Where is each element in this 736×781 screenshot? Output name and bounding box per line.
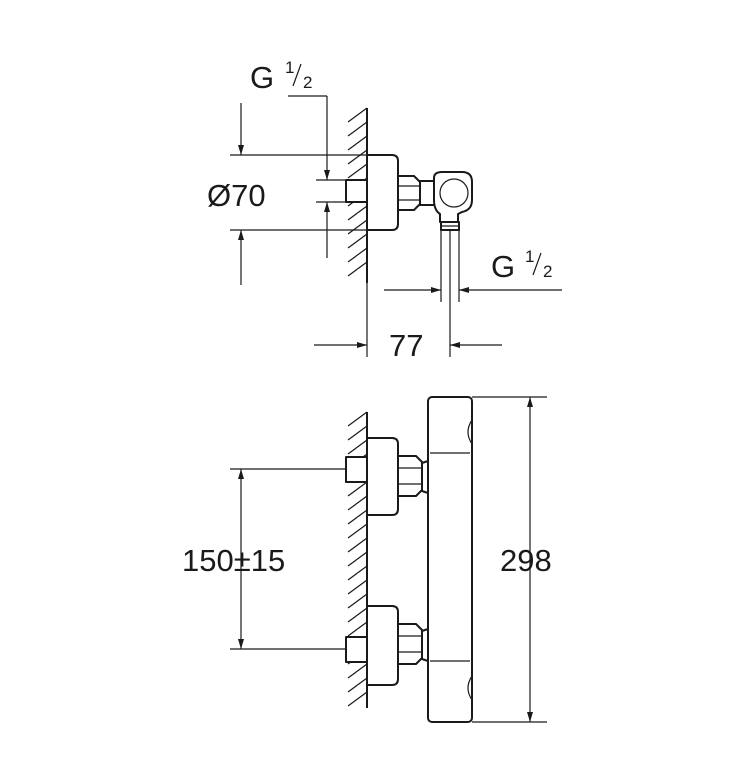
wall-hatch-line [347,537,368,553]
height-dimension: 298 [472,396,552,723]
wall-hatch-line [347,121,368,137]
inlet-thread-numerator: 1 [285,58,294,77]
wall-hatch-line [347,149,368,165]
outlet-thread-g: G [491,249,515,284]
outlet-thread-denominator: 2 [543,262,552,281]
inlet-stub-top [345,179,368,203]
wall-hatch-line [347,261,368,277]
wall-hatch-line [347,621,368,637]
wall-hatch-line [347,425,368,441]
inlet-thread-denominator: 2 [303,73,312,92]
wall-hatch-line [347,219,368,235]
wall-hatch-line [347,439,368,455]
wall-hatch-line [347,607,368,623]
wall-hatch-line [347,495,368,511]
wall-hatch-line [347,677,368,693]
wall-hatch-line [347,107,368,123]
wall-hatch-line [347,691,368,707]
wall-hatch-line [347,233,368,249]
wall-hatch-line [347,579,368,595]
outlet-thread-dimension: G 1 2 [384,230,562,302]
wall-hatch-line [347,163,368,179]
wall-hatch-line [347,565,368,581]
wall-hatch-line [347,205,368,221]
inlet-thread-dimension: G 1 2 [250,58,346,258]
top-view: Ø70 G 1 2 G 1 2 [207,58,562,363]
wall-hatch-line [347,551,368,567]
lower-connection [345,605,432,686]
hex-nut-top [397,175,421,211]
wall-hatch-line [347,481,368,497]
wall-hatch-line [347,509,368,525]
diameter-dimension: Ø70 [207,103,367,285]
spacing-label: 150±15 [182,543,285,578]
wall-flange-top [366,154,399,231]
wall-hatch-line [347,411,368,427]
inlet-thread-g: G [250,60,274,95]
depth-label: 77 [389,328,423,363]
upper-connection [345,437,432,516]
wall-hatch-line [347,135,368,151]
wall-hatch-line [347,247,368,263]
front-view: 150±15 298 [182,396,552,723]
spacing-dimension: 150±15 [182,468,346,650]
thermostat-body [427,396,473,723]
depth-dimension: 77 [314,230,502,363]
wall-hatch-line [347,593,368,609]
wall-hatch-line [347,663,368,679]
wall-hatch-line [347,523,368,539]
outlet-thread-numerator: 1 [525,247,534,266]
diameter-label: Ø70 [207,178,266,213]
height-label: 298 [500,543,552,578]
